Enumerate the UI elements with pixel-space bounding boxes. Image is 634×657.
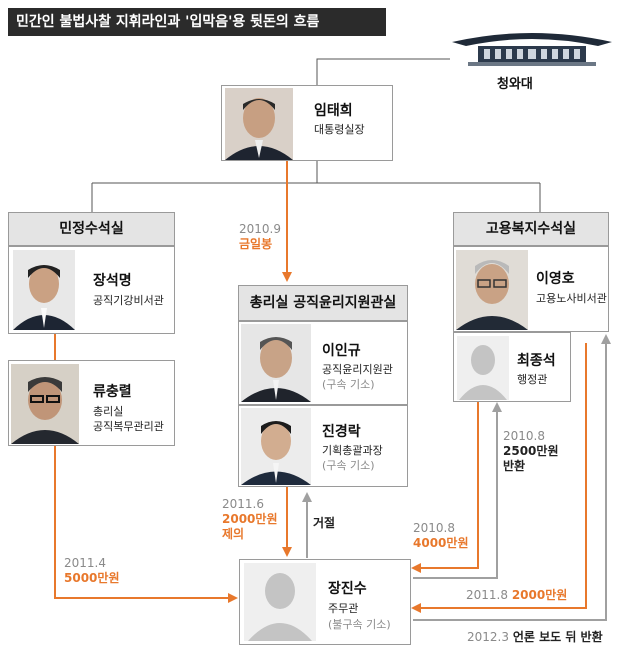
arrow-return-2012 — [413, 334, 611, 621]
jin-name: 진경락 — [322, 424, 361, 440]
flow-jin-annotation: 2011.6 2000만원 제의 — [222, 497, 278, 541]
choi-silhouette-icon — [457, 336, 509, 400]
lee-ig-role: 공직윤리지원관 — [322, 363, 393, 376]
jin-note: (구속 기소) — [322, 459, 375, 472]
org-tree-lines — [91, 58, 541, 212]
jang-sm-role: 공직기강비서관 — [93, 294, 164, 307]
flow-return-2012-annotation: 2012.3 언론 보도 뒤 반환 — [467, 630, 603, 644]
jang-js-note: (불구속 기소) — [328, 618, 391, 631]
jin-role: 기획총괄과장 — [322, 444, 383, 457]
arrow-return-2500 — [413, 402, 502, 579]
blue-house-label: 청와대 — [497, 77, 533, 92]
jang-js-role: 주무관 — [328, 602, 359, 615]
jang-js-silhouette-icon — [244, 563, 316, 641]
ryu-name: 류충렬 — [93, 384, 132, 400]
flow-refusal-label: 거절 — [313, 516, 336, 530]
blue-house-icon — [452, 33, 612, 66]
goyong-header: 고용복지수석실 — [453, 212, 609, 246]
lee-ig-photo — [241, 324, 311, 402]
ryu-role-line1: 총리실 — [93, 405, 124, 418]
jang-sm-name: 장석명 — [93, 273, 132, 289]
flow-4000-annotation: 2010.8 4000만원 — [413, 521, 469, 550]
choi-name: 최종석 — [517, 353, 556, 369]
arrow-goyong-to-jang-4000 — [411, 400, 479, 573]
chongri-header: 총리실 공직윤리지원관실 — [238, 285, 408, 321]
ryu-photo — [11, 364, 79, 444]
jang-js-name: 장진수 — [328, 581, 367, 597]
lee-yh-name: 이영호 — [536, 271, 575, 287]
diagram-title: 민간인 불법사찰 지휘라인과 '입막음'용 뒷돈의 흐름 — [8, 8, 386, 36]
choi-role: 행정관 — [517, 373, 548, 386]
flow-lim-annotation: 2010.9 금일봉 — [239, 222, 281, 251]
lee-yh-photo — [456, 250, 528, 330]
lim-role: 대통령실장 — [314, 123, 365, 136]
flow-2000-annotation: 2011.8 2000만원 — [466, 588, 568, 602]
jin-photo — [241, 408, 311, 485]
lim-photo — [225, 88, 293, 160]
lim-name: 임태희 — [314, 103, 353, 119]
flow-2500-annotation: 2010.8 2500만원 반환 — [503, 429, 559, 473]
lee-ig-note: (구속 기소) — [322, 378, 375, 391]
jang-sm-photo — [13, 250, 75, 330]
arrow-ryu-to-jang — [54, 446, 238, 603]
lee-yh-role: 고용노사비서관 — [536, 292, 607, 305]
arrow-goyong-to-jang-2000 — [411, 343, 587, 613]
minjeong-header: 민정수석실 — [8, 212, 175, 246]
ryu-role-line2: 공직복무관리관 — [93, 420, 164, 433]
flow-ryu-annotation: 2011.4 5000만원 — [64, 556, 120, 585]
lee-ig-name: 이인규 — [322, 343, 361, 359]
